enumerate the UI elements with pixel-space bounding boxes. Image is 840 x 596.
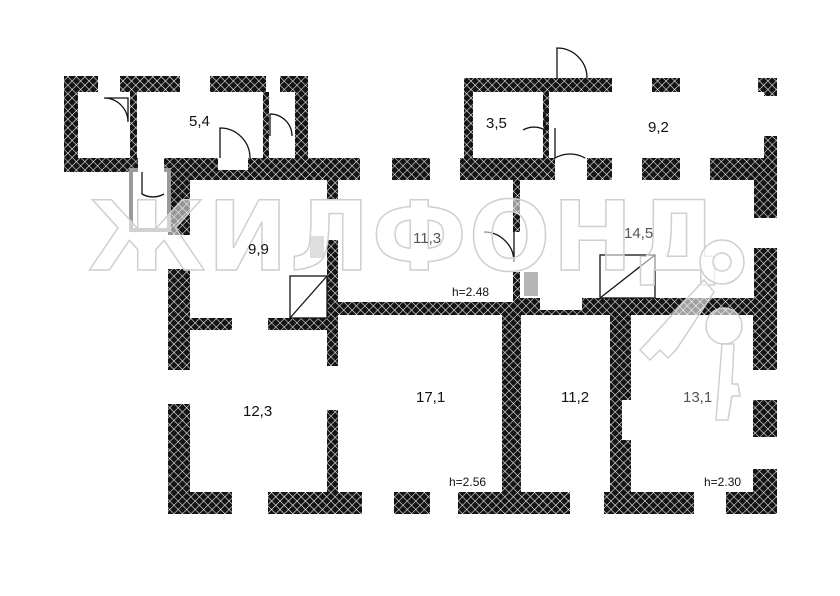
doors <box>103 47 588 263</box>
window-right-annex <box>764 96 777 136</box>
room-label-17-1: 17,1 <box>416 389 445 406</box>
stove-14-5 <box>524 272 538 296</box>
stove-9-9 <box>310 236 324 258</box>
window-top-3 <box>266 76 280 92</box>
ceiling-height-right: h=2.30 <box>704 475 741 489</box>
ceiling-height-middle: h=2.56 <box>449 475 486 489</box>
height-labels: h=2.48 h=2.56 h=2.30 <box>449 285 741 489</box>
passage-9-9-right <box>327 200 338 240</box>
door-left-annex <box>103 97 129 123</box>
room-label-13-1: 13,1 <box>683 389 712 406</box>
openings <box>98 76 777 514</box>
window-main-top-4 <box>680 158 710 180</box>
window-bottom-3 <box>430 492 458 514</box>
room-label-5-4: 5,4 <box>189 113 210 130</box>
passage-9-9-12-3 <box>232 318 268 330</box>
room-label-11-3: 11,3 <box>413 230 441 247</box>
room-3-5-area <box>473 92 543 158</box>
door-wc <box>269 113 293 137</box>
window-left-2 <box>168 370 190 404</box>
room-11-2-area <box>521 315 610 492</box>
window-top-2 <box>180 76 210 92</box>
room-11-3-area <box>338 180 513 302</box>
window-main-top-2 <box>430 158 460 180</box>
window-bottom-5 <box>694 492 726 514</box>
room-small-left <box>78 92 130 158</box>
window-top-4 <box>612 78 652 92</box>
passage-12-3-17-1 <box>327 366 338 410</box>
rooms <box>78 92 764 492</box>
watermark-text: ЖИЛФОНД <box>88 181 722 293</box>
room-5-4-area <box>137 92 263 158</box>
window-right-2 <box>753 370 777 400</box>
window-left-1 <box>168 235 190 269</box>
room-label-9-2: 9,2 <box>648 119 669 136</box>
door-5-4 <box>219 127 251 159</box>
door-9-2 <box>554 128 586 160</box>
ceiling-height-upper: h=2.48 <box>452 285 489 299</box>
watermark: ЖИЛФОНД <box>87 180 745 421</box>
passage-11-2-13-1 <box>622 400 631 440</box>
room-label-14-5: 14,5 <box>624 225 653 242</box>
window-bottom-4 <box>570 492 604 514</box>
door-vestibule <box>141 172 165 198</box>
passage-vestibule <box>138 158 164 172</box>
room-label-3-5: 3,5 <box>486 115 507 132</box>
door-3-5 <box>522 108 546 132</box>
window-bottom-1 <box>232 492 268 514</box>
room-label-9-9: 9,9 <box>248 241 269 258</box>
door-11-3 <box>483 231 515 263</box>
window-top-1 <box>98 76 120 92</box>
window-right-1 <box>754 218 777 248</box>
passage-14-5-down <box>540 298 582 310</box>
window-main-top-1 <box>360 158 392 180</box>
window-top-5 <box>680 78 758 92</box>
window-right-3 <box>753 437 777 469</box>
room-label-11-2: 11,2 <box>561 389 589 406</box>
door-entrance-top <box>556 47 588 79</box>
fixtures <box>289 236 656 319</box>
room-small-right-left-annex <box>269 92 295 158</box>
window-main-top-3 <box>612 158 642 180</box>
room-label-12-3: 12,3 <box>243 403 272 420</box>
window-bottom-2 <box>362 492 394 514</box>
passage-9-2-down <box>555 158 587 180</box>
vestibule <box>129 168 171 232</box>
keys-icon <box>638 239 745 421</box>
room-12-3-area <box>190 330 327 492</box>
room-labels: 5,4 3,5 9,2 9,9 11,3 14,5 12,3 17,1 11,2… <box>189 113 712 420</box>
passage-5-4-down <box>218 158 248 170</box>
room-9-2-area <box>549 92 764 158</box>
passage-11-3-14-5 <box>513 232 521 272</box>
room-17-1-area <box>338 315 502 492</box>
